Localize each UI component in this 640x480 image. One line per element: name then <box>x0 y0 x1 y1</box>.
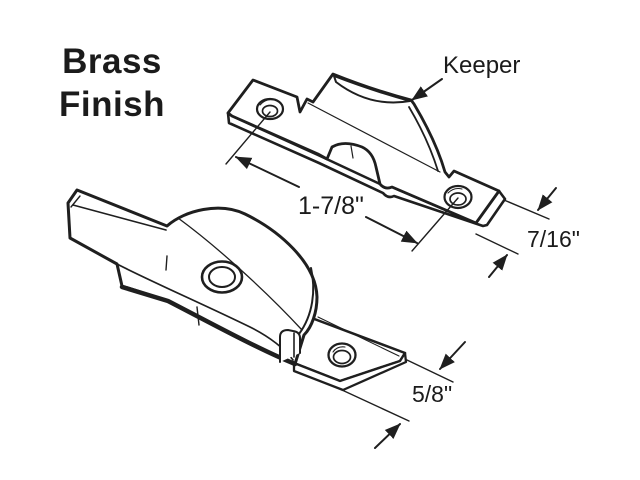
keeper-plate <box>226 72 501 225</box>
lock-base-plate-thickness <box>292 351 408 392</box>
keeper-hump-tick <box>350 145 354 159</box>
lock-base-plate-bevel-line <box>317 316 400 357</box>
leader-left-hole <box>225 111 271 165</box>
lock-screw-hole-inner <box>332 349 352 365</box>
keeper-screw-hole-left-countersink <box>259 99 275 106</box>
lock-handle-tip-line <box>70 195 81 208</box>
ext-keeper-width-lower <box>475 233 519 255</box>
lock-cam-slot <box>279 329 301 363</box>
dimension-base-width-text: 5/8" <box>412 381 453 407</box>
dim-keeper-width-upper-arrow <box>537 187 557 211</box>
dim-base-width-upper-arrow <box>439 341 466 370</box>
keeper-drawing <box>226 72 507 228</box>
dimension-keeper-width-text: 7/16" <box>527 226 580 252</box>
keeper-label: Keeper <box>443 52 521 79</box>
dimension-annotations <box>225 78 557 449</box>
lock-handle-inner-line <box>72 204 167 231</box>
finish-label-line1: Brass <box>62 42 162 81</box>
keeper-saddle-seat <box>333 75 411 104</box>
dim-screw-spacing-right <box>365 216 418 244</box>
keeper-saddle-inner-edge <box>408 106 439 172</box>
ext-base-width-lower <box>341 389 410 422</box>
lock-screw-hole-countersink <box>332 346 346 353</box>
dimension-screw-spacing-text: 1-7/8" <box>298 192 364 220</box>
dim-keeper-width-lower-arrow <box>488 254 508 278</box>
keeper-screw-hole-right-countersink <box>447 187 463 194</box>
dim-screw-spacing-left <box>235 156 300 188</box>
lock-pivot-hole-inner <box>208 266 236 288</box>
dim-base-width-lower-arrow <box>374 423 401 449</box>
finish-label: Brass Finish <box>36 40 188 126</box>
lock-dome-inner-edge <box>298 267 315 335</box>
keeper-face-crease <box>307 102 441 173</box>
sash-lock-drawing <box>66 188 408 392</box>
leader-right-hole <box>411 197 459 252</box>
lock-face-tick-2 <box>196 306 200 326</box>
keeper-callout-arrow <box>411 78 443 101</box>
ext-keeper-width-upper <box>503 199 550 220</box>
lock-face-tick-1 <box>165 255 168 271</box>
finish-label-line2: Finish <box>58 85 166 124</box>
ext-base-width-upper <box>406 359 454 383</box>
keeper-screw-hole-left-inner <box>261 104 279 118</box>
